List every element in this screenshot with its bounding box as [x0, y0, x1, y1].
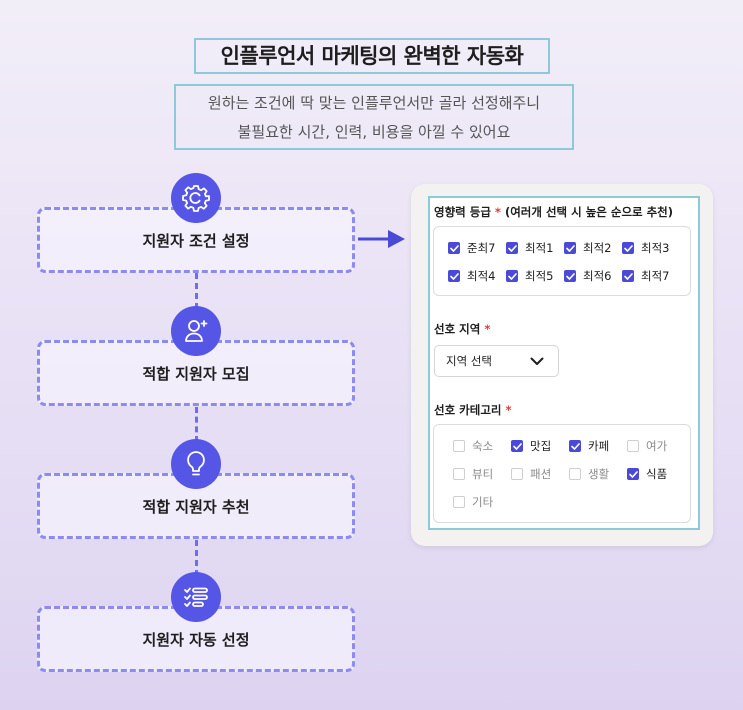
connector-2: [195, 407, 198, 442]
step-recruit: 적합 지원자 모집: [37, 340, 355, 406]
checkbox-option[interactable]: 최적1: [506, 240, 553, 256]
chevron-down-icon: [530, 357, 544, 365]
required-asterisk: *: [484, 322, 491, 336]
checkbox-unchecked-icon[interactable]: [453, 496, 465, 508]
checkbox-unchecked-icon[interactable]: [453, 468, 465, 480]
checkbox-label: 최적7: [641, 269, 670, 283]
checkbox-label: 최적1: [525, 241, 554, 255]
arrow-right-icon: [358, 230, 405, 248]
checkbox-checked-icon[interactable]: [448, 242, 460, 254]
lightbulb-icon: [171, 439, 221, 489]
preferred-category-label: 선호 카테고리 *: [434, 403, 512, 417]
checkbox-option[interactable]: 맛집: [511, 438, 551, 454]
influence-grade-options: [433, 226, 691, 296]
connector-3: [195, 540, 198, 576]
user-add-icon: [171, 306, 221, 356]
checkbox-option[interactable]: 최적2: [564, 240, 611, 256]
step-label: 지원자 조건 설정: [142, 231, 250, 250]
checkbox-checked-icon[interactable]: [506, 242, 518, 254]
region-select-value: 지역 선택: [446, 354, 492, 368]
checkbox-label: 패션: [530, 467, 552, 481]
checkbox-label: 준최7: [467, 241, 496, 255]
category-options: [433, 424, 691, 523]
checkbox-unchecked-icon[interactable]: [569, 468, 581, 480]
checkbox-checked-icon[interactable]: [506, 270, 518, 282]
checkbox-label: 최적3: [641, 241, 670, 255]
checkbox-label: 맛집: [530, 439, 552, 453]
checkbox-checked-icon[interactable]: [627, 468, 639, 480]
checkbox-checked-icon[interactable]: [622, 242, 634, 254]
checkbox-option[interactable]: 생활: [569, 466, 609, 482]
checkbox-option[interactable]: 최적4: [448, 268, 495, 284]
gear-c-icon: [171, 173, 221, 223]
checkbox-option[interactable]: 최적6: [564, 268, 611, 284]
checkbox-label: 최적4: [467, 269, 496, 283]
checkbox-option[interactable]: 뷰티: [453, 466, 493, 482]
checkbox-label: 최적6: [583, 269, 612, 283]
checkbox-option[interactable]: 카페: [569, 438, 609, 454]
checkbox-option[interactable]: 기타: [453, 494, 493, 510]
subtitle-line-2: 불필요한 시간, 인력, 비용을 아낄 수 있어요: [237, 123, 511, 141]
checkbox-option[interactable]: 숙소: [453, 438, 493, 454]
step-label: 적합 지원자 모집: [142, 364, 250, 383]
influence-grade-hint: (여러개 선택 시 높은 순으로 추천): [504, 205, 674, 219]
checkbox-option[interactable]: 준최7: [448, 240, 495, 256]
checkbox-checked-icon[interactable]: [564, 270, 576, 282]
checkbox-label: 최적2: [583, 241, 612, 255]
checkbox-option[interactable]: 최적5: [506, 268, 553, 284]
checkbox-checked-icon[interactable]: [622, 270, 634, 282]
checkbox-unchecked-icon[interactable]: [511, 468, 523, 480]
checkbox-option[interactable]: 패션: [511, 466, 551, 482]
checkbox-option[interactable]: 여가: [627, 438, 667, 454]
checkbox-label: 뷰티: [472, 467, 494, 481]
region-select[interactable]: 지역 선택: [434, 345, 559, 377]
checkbox-option[interactable]: 최적7: [622, 268, 669, 284]
checkbox-checked-icon[interactable]: [569, 440, 581, 452]
preferred-region-label: 선호 지역 *: [434, 322, 491, 336]
checkbox-label: 식품: [646, 467, 668, 481]
checkbox-checked-icon[interactable]: [564, 242, 576, 254]
checkbox-label: 최적5: [525, 269, 554, 283]
checklist-icon: [171, 572, 221, 622]
checkbox-label: 숙소: [472, 439, 494, 453]
required-asterisk: *: [494, 205, 501, 219]
checkbox-label: 여가: [646, 439, 668, 453]
subtitle-line-1: 원하는 조건에 딱 맞는 인플루언서만 골라 선정해주니: [207, 94, 541, 112]
page-subtitle: 원하는 조건에 딱 맞는 인플루언서만 골라 선정해주니 불필요한 시간, 인력…: [174, 84, 574, 150]
checkbox-option[interactable]: 식품: [627, 466, 667, 482]
checkbox-label: 카페: [588, 439, 610, 453]
checkbox-label: 생활: [588, 467, 610, 481]
step-label: 지원자 자동 선정: [142, 630, 250, 649]
checkbox-unchecked-icon[interactable]: [453, 440, 465, 452]
step-label: 적합 지원자 추천: [142, 497, 250, 516]
required-asterisk: *: [505, 403, 512, 417]
checkbox-unchecked-icon[interactable]: [627, 440, 639, 452]
checkbox-checked-icon[interactable]: [511, 440, 523, 452]
checkbox-option[interactable]: 최적3: [622, 240, 669, 256]
page-title: 인플루언서 마케팅의 완벽한 자동화: [194, 38, 550, 74]
checkbox-checked-icon[interactable]: [448, 270, 460, 282]
checkbox-label: 기타: [472, 495, 494, 509]
connector-1: [195, 273, 198, 309]
influence-grade-label: 영향력 등급 * (여러개 선택 시 높은 순으로 추천): [434, 205, 674, 219]
